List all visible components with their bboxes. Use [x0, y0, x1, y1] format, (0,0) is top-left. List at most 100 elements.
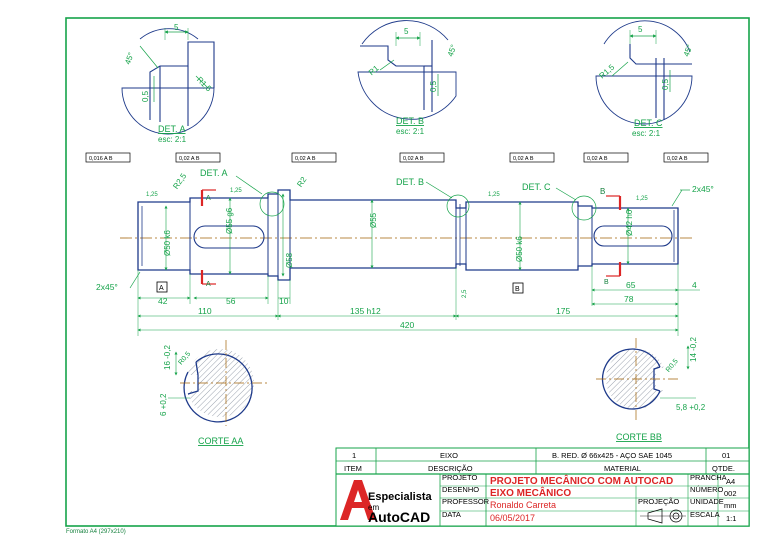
part-material: B. RED. Ø 66x425 - AÇO SAE 1045	[552, 451, 672, 460]
label-unidade: UNIDADE	[690, 497, 724, 506]
det-a-dim-radius: R1,5	[195, 75, 214, 94]
especialista-autocad-logo: Especialista em AutoCAD	[340, 480, 432, 525]
bb-radius: R0,5	[665, 358, 680, 374]
callout-det-b: DET. B	[396, 177, 424, 187]
label-numero: NÚMERO	[690, 485, 723, 494]
label-data: DATA	[442, 510, 461, 519]
tolerance-frame: 0,02 A B	[583, 152, 629, 163]
rough-3: 1,25	[488, 192, 500, 198]
label-desenho: DESENHO	[442, 485, 479, 494]
detail-b: 5 45° R1 0,5 DET. B esc: 2:1	[357, 20, 459, 136]
callout-det-c: DET. C	[522, 182, 551, 192]
logo-line2: em	[368, 503, 379, 512]
value-desenho: EIXO MECÂNICO	[490, 486, 571, 499]
keyway-right	[593, 225, 673, 247]
det-b-dim-radius: R1	[367, 63, 381, 77]
dia-key-seat-a: Ø55 g6	[225, 207, 234, 234]
part-number: 1	[352, 451, 356, 460]
det-c-title: DET. C	[634, 118, 663, 128]
det-b-dim-top: 5	[404, 27, 409, 36]
label-prancha: PRANCHA	[690, 473, 727, 482]
chamfer-left: 2x45°	[96, 282, 118, 292]
radius-left: R2,5	[171, 171, 188, 190]
det-c-dim-angle: 45°	[682, 43, 695, 57]
radius-mid: R2	[295, 175, 309, 189]
value-unidade: mm	[724, 501, 737, 510]
tolerance-frame: 0,02 A B	[509, 152, 555, 163]
value-professor: Ronaldo Carreta	[490, 500, 556, 510]
det-c-scale: esc: 2:1	[632, 129, 661, 138]
value-escala: 1:1	[726, 514, 736, 523]
datum-a-box	[156, 281, 168, 293]
cut-b-label-top: B	[600, 187, 605, 196]
dia-center: Ø55	[369, 212, 378, 228]
dim-42: 42	[158, 296, 168, 306]
tolerance-frame-text: 0,02 A B	[403, 156, 424, 162]
det-a-dim-angle: 45°	[123, 51, 136, 65]
detail-c: 5 45° R1,5 0,5 DET. C esc: 2:1	[595, 20, 695, 138]
tolerance-frame-text: 0,02 A B	[179, 156, 200, 162]
title-block: 1 EIXO B. RED. Ø 66x425 - AÇO SAE 1045 0…	[335, 447, 750, 527]
dim-2-5: 2,5	[462, 289, 468, 298]
dim-65: 65	[626, 280, 636, 290]
logo-line3: AutoCAD	[368, 509, 430, 525]
tolerance-frame-text: 0,02 A B	[587, 156, 608, 162]
dia-left-journal: Ø50 k6	[163, 230, 172, 256]
logo-line1: Especialista	[368, 491, 432, 503]
tolerance-frames: 0,016 A B 0,02 A B 0,02 A B 0,02 A B 0,02 A …	[85, 152, 709, 163]
det-a-dim-top: 5	[174, 23, 179, 32]
bb-width: 5,8 +0,2	[676, 403, 706, 412]
dim-135: 135 h12	[350, 306, 381, 316]
det-b-scale: esc: 2:1	[396, 127, 425, 136]
dim-78: 78	[624, 294, 634, 304]
detail-a: 5 45° R1,5 0,5 DET. A esc: 2:1	[121, 23, 215, 144]
dim-420: 420	[400, 320, 414, 330]
dim-10: 10	[279, 296, 289, 306]
det-c-dim-top: 5	[638, 25, 643, 34]
part-qty: 01	[722, 451, 730, 460]
tolerance-frame: 0,02 A B	[399, 152, 445, 163]
projection-symbol-icon	[640, 508, 686, 524]
label-projeto: PROJETO	[442, 473, 477, 482]
value-numero: 002	[724, 489, 737, 498]
tolerance-frame: 0,016 A B	[85, 152, 131, 163]
cut-b-label-bottom: B	[604, 279, 609, 286]
tolerance-frame-text: 0,02 A B	[513, 156, 534, 162]
datum-b: B	[515, 286, 520, 293]
det-b-dim-side: 0,5	[429, 80, 438, 92]
rough-1: 1,25	[146, 192, 158, 198]
label-escala: ESCALA	[690, 510, 720, 519]
callout-det-a: DET. A	[200, 168, 228, 178]
tolerance-frame: 0,02 A B	[291, 152, 337, 163]
aa-width: 6 +0,2	[159, 393, 168, 416]
tolerance-frame-text: 0,016 A B	[89, 156, 113, 162]
det-b-dim-angle: 45°	[446, 43, 459, 57]
det-a-dim-side: 0,5	[141, 90, 150, 102]
det-b-title: DET. B	[396, 116, 424, 126]
sheet-format-label: Formato A4 (297x210)	[66, 529, 126, 535]
tolerance-frame-text: 0,02 A B	[295, 156, 316, 162]
shaft-outline	[137, 189, 679, 281]
dim-4: 4	[692, 280, 697, 290]
aa-depth: 16 -0,2	[163, 345, 172, 370]
tolerance-frame: 0,02 A B	[663, 152, 709, 163]
value-data: 06/05/2017	[490, 513, 535, 523]
tolerance-frame-text: 0,02 A B	[667, 156, 688, 162]
header-material: MATERIAL	[604, 464, 641, 473]
header-desc: DESCRIÇÃO	[428, 464, 473, 473]
section-aa: 16 -0,2 R0,5 6 +0,2 CORTE AA	[159, 340, 270, 446]
bottom-dimensions: 42 56 10 65 4 78 110 135 h12 175 420	[137, 264, 700, 336]
dim-175: 175	[556, 306, 570, 316]
det-c-dim-radius: R1,5	[597, 62, 616, 80]
det-a-circle	[259, 191, 285, 217]
tolerance-frame: 0,02 A B	[175, 152, 221, 163]
cut-a-label-top: A	[206, 195, 211, 202]
datum-b-box	[512, 282, 524, 294]
value-prancha: A4	[726, 477, 735, 486]
part-name: EIXO	[440, 451, 458, 460]
section-bb: 14 -0,2 R0,5 5,8 +0,2 CORTE BB	[596, 337, 706, 442]
header-item: ITEM	[344, 464, 362, 473]
aa-radius: R0,5	[177, 351, 192, 367]
shaft-main-view: A A B B DET. A DET. B DET. C R2,5 R2 1,2…	[96, 168, 714, 298]
